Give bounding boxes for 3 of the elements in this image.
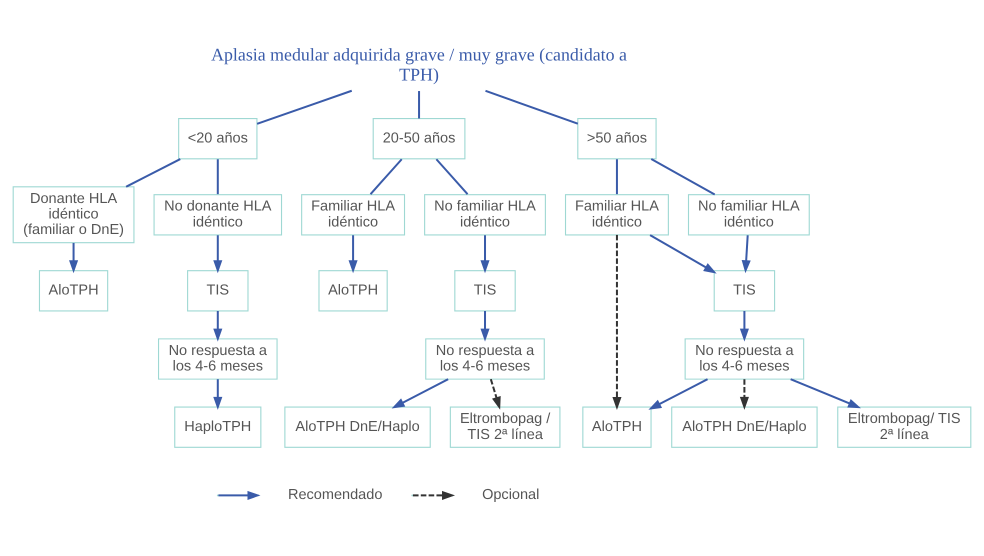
legend-label: Recomendado	[288, 486, 382, 503]
node-text: Aplasia medular adquirida grave / muy grave (candidato a TPH)	[211, 44, 628, 84]
legend-label: Opcional	[482, 486, 540, 503]
